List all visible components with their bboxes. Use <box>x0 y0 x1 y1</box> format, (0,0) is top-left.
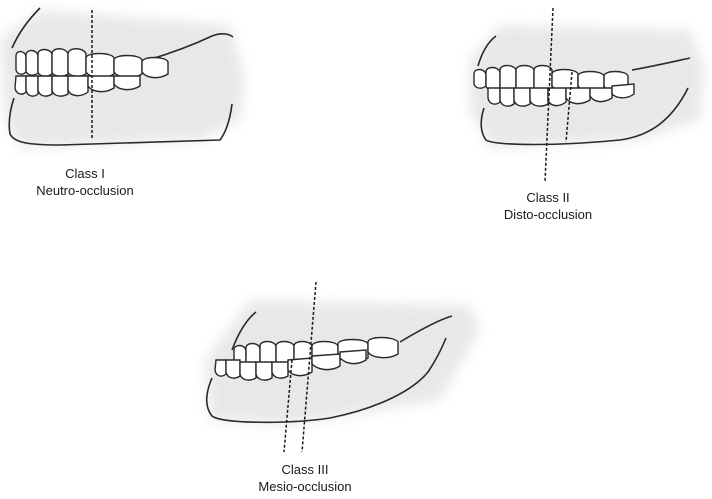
class-1-type-label: Neutro-occlusion <box>0 182 195 199</box>
class-2-caption: Class II Disto-occlusion <box>438 189 658 223</box>
class-2-label: Class II <box>438 189 658 206</box>
class-3-caption: Class III Mesio-occlusion <box>195 461 415 495</box>
class-3-type-label: Mesio-occlusion <box>195 478 415 495</box>
class-3-label: Class III <box>195 461 415 478</box>
class-1-caption: Class I Neutro-occlusion <box>0 165 195 199</box>
class-2-type-label: Disto-occlusion <box>438 206 658 223</box>
class-1-jaw-illustration <box>0 8 245 148</box>
class-1-label: Class I <box>0 165 195 182</box>
class-2-jaw-illustration <box>470 8 705 182</box>
class-3-jaw-illustration <box>205 282 480 452</box>
